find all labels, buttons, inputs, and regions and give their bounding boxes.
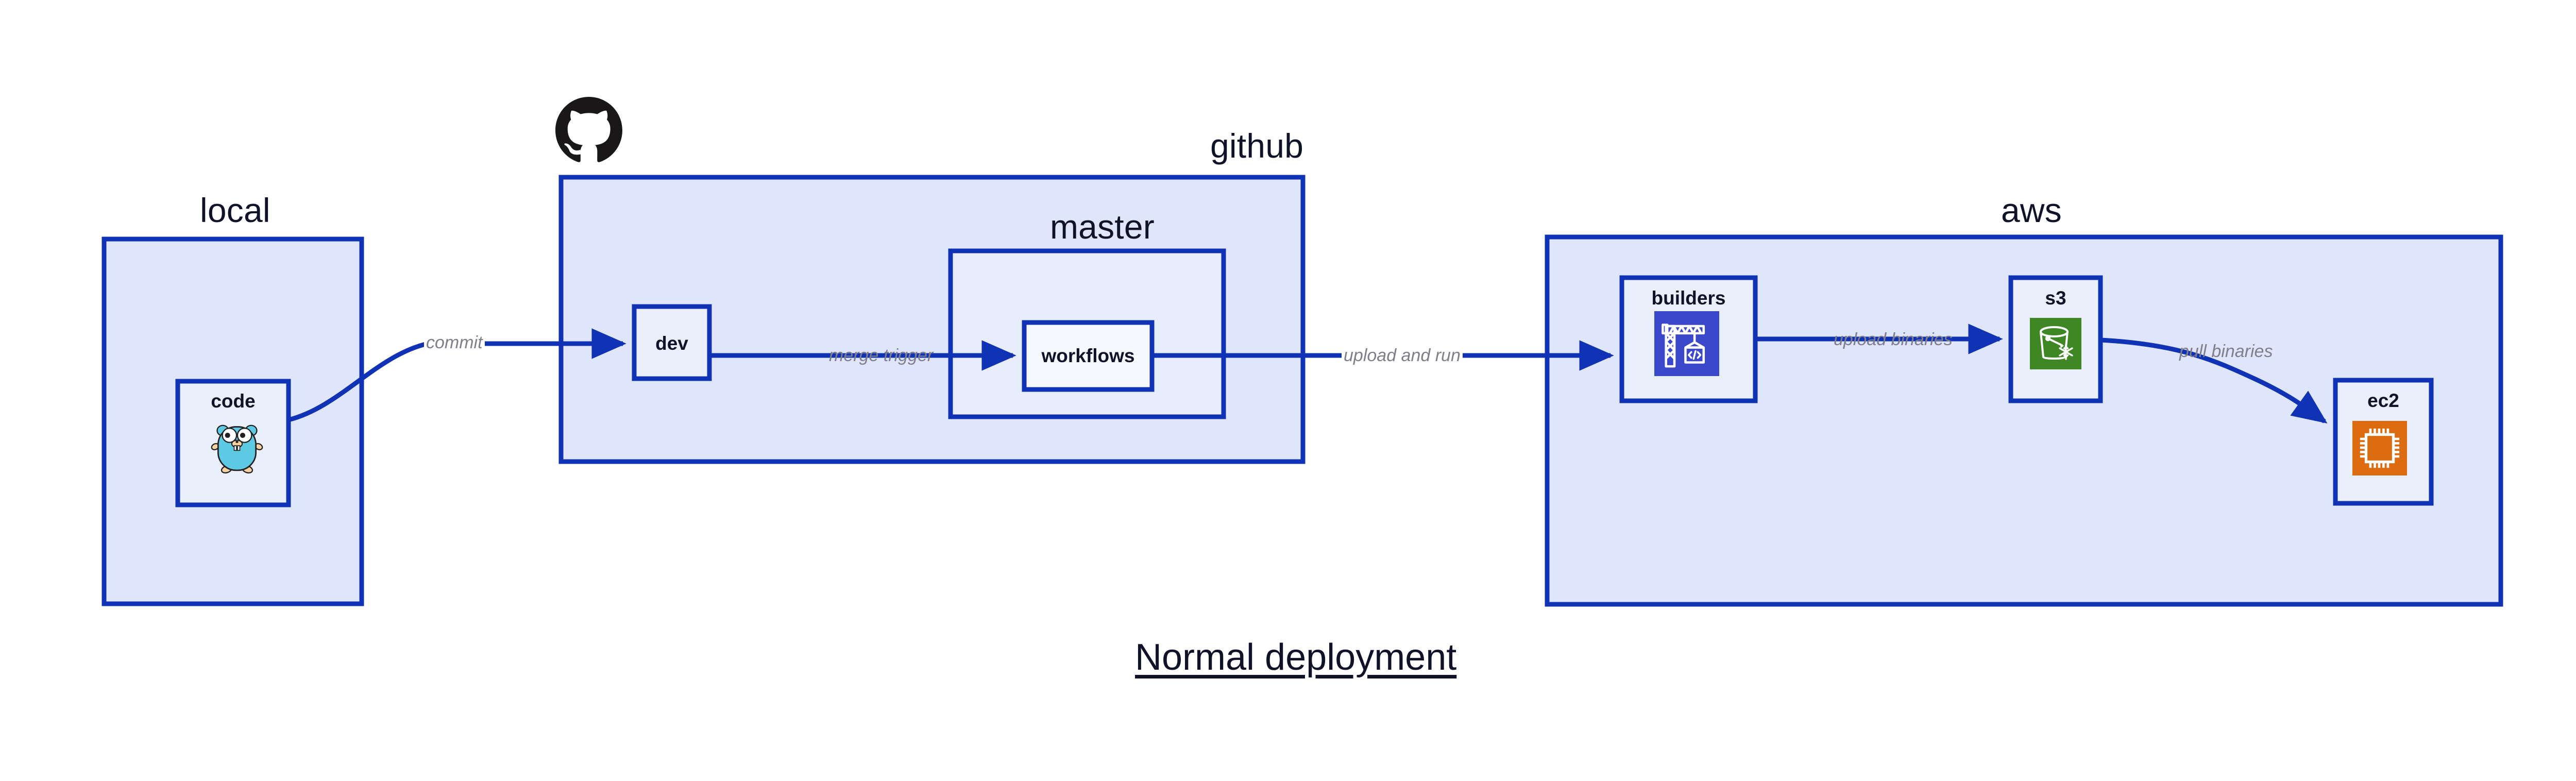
go-gopher-icon bbox=[209, 418, 265, 475]
cluster-label-aws: aws bbox=[2001, 191, 2062, 229]
node-box-dev[interactable] bbox=[632, 304, 712, 381]
aws-codebuild-icon bbox=[1654, 311, 1719, 376]
node-box-workflows[interactable] bbox=[1022, 320, 1155, 392]
cluster-label-github: github bbox=[1210, 127, 1304, 165]
edge-code-to-dev bbox=[287, 328, 626, 422]
node-label-builders: builders bbox=[1651, 287, 1726, 309]
aws-ec2-chip-icon bbox=[2352, 421, 2407, 476]
node-label-s3: s3 bbox=[2045, 287, 2066, 309]
node-box-builders[interactable] bbox=[1619, 275, 1758, 403]
node-label-ec2: ec2 bbox=[2367, 390, 2399, 411]
node-label-workflows: workflows bbox=[1041, 345, 1135, 366]
node-label-dev: dev bbox=[655, 333, 688, 354]
edge-s3-to-ec2 bbox=[2100, 337, 2328, 423]
edge-label-merge-trigger: merge trigger bbox=[829, 346, 934, 365]
diagram-title: Normal deployment bbox=[1135, 637, 1457, 678]
cluster-label-master: master bbox=[1050, 208, 1155, 246]
edge-label-upload-binaries: upload binaries bbox=[1834, 330, 1953, 349]
github-octocat-icon bbox=[555, 97, 622, 164]
edge-label-pull-binaries: pull binaries bbox=[2179, 342, 2273, 361]
cluster-label-local: local bbox=[200, 191, 270, 229]
edge-label-upload-and-run: upload and run bbox=[1342, 347, 1463, 364]
aws-s3-glacier-icon bbox=[2030, 318, 2081, 369]
node-label-code: code bbox=[211, 390, 256, 412]
edge-label-commit: commit bbox=[424, 334, 485, 351]
